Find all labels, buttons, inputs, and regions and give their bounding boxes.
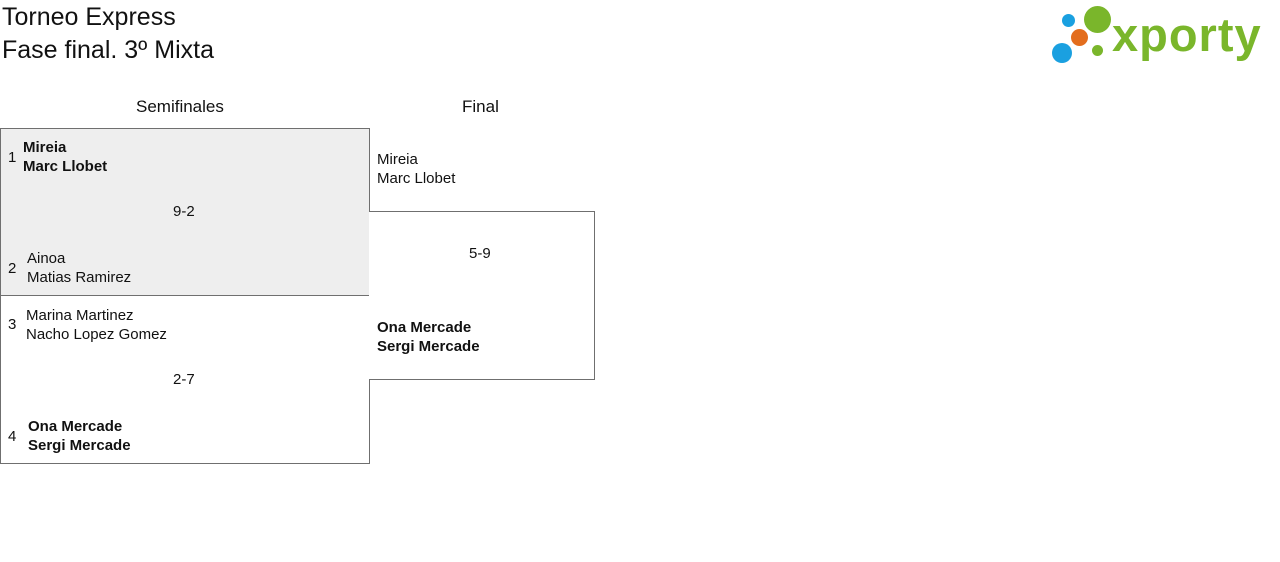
final-team-a-player-1: Mireia [377,151,418,168]
team-player-1: Ona Mercade [28,418,123,435]
logo-wordmark: xporty [1112,8,1262,61]
round-title-final: Final [462,97,499,116]
seed-number: 3 [8,316,17,333]
team-player-1: Ona Mercade [377,319,472,336]
team-player-2: Marc Llobet [23,158,108,175]
team-player-1: Mireia [23,139,67,156]
page-subtitle: Fase final. 3º Mixta [2,36,214,64]
team-player-1: Marina Martinez [26,307,134,324]
logo-dot-blue [1052,43,1072,63]
final-match: 5-9 Ona Mercade Sergi Mercade [369,211,595,380]
seed-number: 1 [8,149,17,166]
seed-number: 4 [8,428,17,445]
team-player-1: Ainoa [27,250,66,267]
semifinal-match-1: 1 Mireia Marc Llobet 9-2 2 Ainoa Matias … [0,128,370,296]
logo-dot-orange [1071,29,1088,46]
match-score: 5-9 [469,245,491,262]
logo-dot-green-small [1092,45,1103,56]
final-team-a-player-2: Marc Llobet [377,170,456,187]
logo-dot-blue-small [1062,14,1075,27]
team-player-2: Sergi Mercade [377,338,480,355]
match-score: 2-7 [173,371,195,388]
xporty-logo: xporty [1050,4,1278,68]
match-score: 9-2 [173,203,195,220]
team-player-2: Sergi Mercade [28,437,131,454]
logo-dot-green [1084,6,1111,33]
round-title-semifinals: Semifinales [136,97,224,116]
semifinal-match-2: 3 Marina Martinez Nacho Lopez Gomez 2-7 … [0,295,370,464]
page-title: Torneo Express [2,3,176,31]
team-player-2: Matias Ramirez [27,269,132,286]
seed-number: 2 [8,260,17,277]
team-player-2: Nacho Lopez Gomez [26,326,167,343]
